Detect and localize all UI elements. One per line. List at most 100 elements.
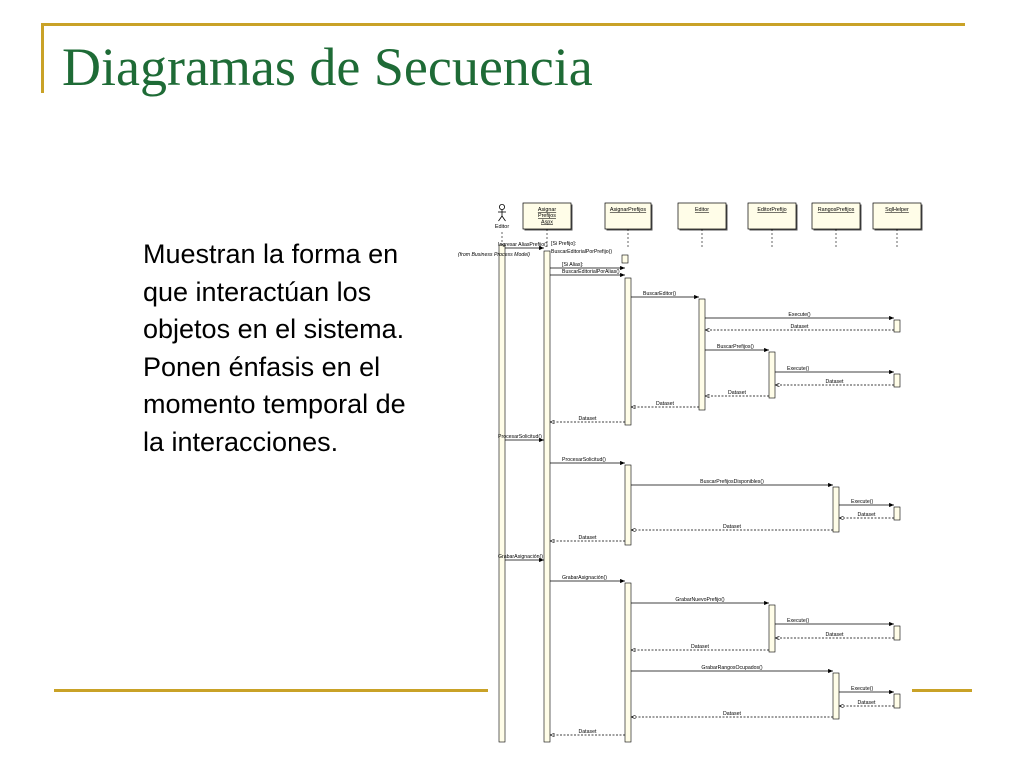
- message-label: Dataset: [728, 390, 746, 396]
- activation-bar: [624, 277, 632, 426]
- activation-bar: [893, 625, 901, 641]
- call-message: GrabarNuevoPrefijo(): [631, 597, 769, 606]
- activations-layer: [498, 244, 901, 743]
- message-label: Dataset: [691, 644, 709, 650]
- message-label: Dataset: [579, 535, 597, 541]
- message-label: Dataset: [723, 711, 741, 717]
- message-label: Dataset: [826, 632, 844, 638]
- return-message: Dataset: [550, 535, 625, 541]
- participant-rangos: RangosPrefijos: [811, 202, 862, 249]
- bottom-right-rule: [912, 689, 972, 692]
- top-horizontal-rule: [44, 23, 965, 26]
- slide-body-text: Muestran la forma en que interactúan los…: [143, 239, 406, 457]
- message-label: BuscarPrefijos(): [717, 344, 754, 350]
- message-label: Execute(): [787, 366, 809, 372]
- participant-label: Prefijos: [538, 213, 556, 219]
- activation-bar: [832, 672, 840, 720]
- activation-bar: [624, 582, 632, 743]
- participants-layer: EditorAsignarPrefijosAspxAsignarPrefijos…: [495, 202, 923, 249]
- call-message: ProcesarSolicitud(): [498, 434, 544, 443]
- call-message: BuscarEditorialPorPrefijo(): [551, 249, 612, 255]
- participant-label: RangosPrefijos: [818, 207, 855, 213]
- call-message: (from Business Process Model): [458, 252, 530, 258]
- call-message: Execute(): [705, 312, 894, 321]
- call-message: Ingresar AliasPrefijo(): [498, 242, 548, 251]
- message-label: Execute(): [788, 312, 810, 318]
- activation-bar: [543, 250, 551, 743]
- return-message: Dataset: [705, 324, 894, 330]
- return-message: Dataset: [631, 401, 699, 407]
- return-message: Dataset: [631, 711, 833, 717]
- call-message: Execute(): [775, 618, 894, 627]
- participant-label: Editor: [695, 207, 709, 213]
- message-label: GrabarNuevoPrefijo(): [675, 597, 725, 603]
- message-label: GrabarAsignación(): [562, 575, 607, 581]
- message-label: Execute(): [851, 499, 873, 505]
- participant-editorprefijo: EditorPrefijo: [747, 202, 798, 249]
- message-label: [Si Prefijo]:: [551, 241, 576, 247]
- participant-editor: Editor: [677, 202, 728, 249]
- participant-label: AsignarPrefijos: [610, 207, 647, 213]
- call-message: [Si Alias]:: [550, 262, 625, 271]
- stick-figure-icon: [498, 203, 506, 222]
- return-message: Dataset: [839, 700, 894, 706]
- message-label: BuscarEditorialPorAlias(): [562, 269, 620, 275]
- bottom-left-rule: [54, 689, 488, 692]
- message-label: Dataset: [656, 401, 674, 407]
- message-label: Dataset: [858, 700, 876, 706]
- participant-sql: SqlHelper: [872, 202, 923, 249]
- messages-layer: Ingresar AliasPrefijo() (from Business Pr…: [458, 241, 894, 735]
- participant-asignar: AsignarPrefijos: [604, 202, 653, 249]
- return-message: Dataset: [839, 512, 894, 518]
- activation-bar: [621, 254, 629, 264]
- message-label: Dataset: [579, 729, 597, 735]
- call-message: GrabarRangosOcupados(): [631, 665, 833, 674]
- message-label: Dataset: [826, 379, 844, 385]
- message-label: BuscarEditor(): [643, 291, 676, 297]
- message-label: Dataset: [858, 512, 876, 518]
- message-label: BuscarEditorialPorPrefijo(): [551, 249, 612, 255]
- return-message: Dataset: [631, 644, 769, 650]
- call-message: Execute(): [839, 686, 894, 695]
- activation-bar: [624, 464, 632, 546]
- message-label: Execute(): [851, 686, 873, 692]
- call-message: Execute(): [839, 499, 894, 508]
- return-message: Dataset: [550, 416, 625, 422]
- call-message: [Si Prefijo]:: [551, 241, 576, 247]
- call-message: BuscarPrefijos(): [705, 344, 769, 353]
- activation-bar: [698, 298, 706, 411]
- participant-label: SqlHelper: [885, 207, 909, 213]
- slide-title: Diagramas de Secuencia: [62, 37, 593, 97]
- message-label: BuscarPrefijosDisponibles(): [700, 479, 764, 485]
- activation-bar: [768, 351, 776, 399]
- call-message: GrabarAsignación(): [498, 554, 544, 563]
- message-label: Dataset: [723, 524, 741, 530]
- call-message: BuscarEditorialPorAlias(): [550, 269, 625, 278]
- message-label: ProcesarSolicitud(): [562, 457, 606, 463]
- message-label: Ingresar AliasPrefijo(): [498, 242, 548, 248]
- return-message: Dataset: [775, 632, 894, 638]
- actor-name: Editor: [495, 224, 510, 230]
- left-vertical-rule: [41, 23, 44, 93]
- call-message: GrabarAsignación(): [550, 575, 625, 584]
- activation-bar: [893, 506, 901, 521]
- activation-bar: [498, 244, 506, 743]
- message-label: Dataset: [579, 416, 597, 422]
- call-message: BuscarPrefijosDisponibles(): [631, 479, 833, 488]
- return-message: Dataset: [705, 390, 769, 396]
- activation-bar: [832, 486, 840, 533]
- message-label: Execute(): [787, 618, 809, 624]
- message-label: GrabarAsignación(): [498, 554, 543, 560]
- activation-bar: [893, 319, 901, 333]
- participant-label: Aspx: [541, 219, 553, 225]
- message-label: ProcesarSolicitud(): [498, 434, 542, 440]
- participant-label: EditorPrefijo: [757, 207, 786, 213]
- return-message: Dataset: [775, 379, 894, 385]
- participant-label: Asignar: [538, 207, 556, 213]
- activation-bar: [893, 373, 901, 388]
- activation-bar: [893, 693, 901, 709]
- call-message: Execute(): [775, 366, 894, 375]
- return-message: Dataset: [550, 729, 625, 735]
- call-message: ProcesarSolicitud(): [550, 457, 625, 466]
